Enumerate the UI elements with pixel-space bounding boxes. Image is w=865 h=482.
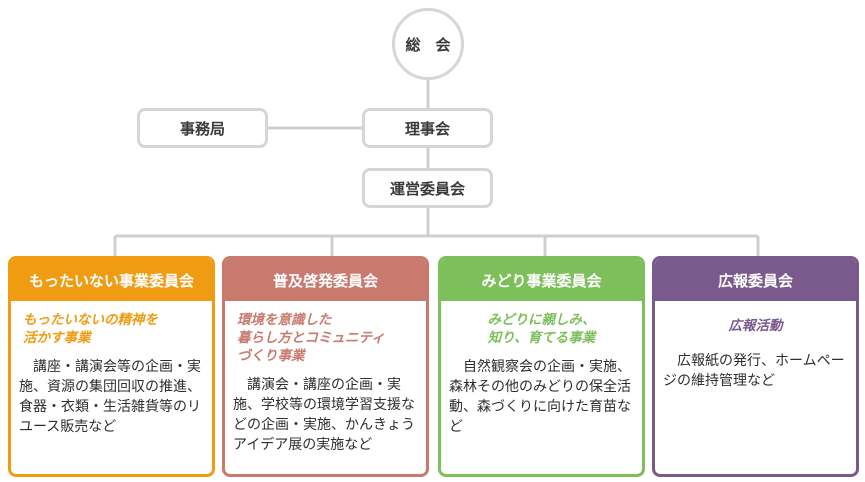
committee-title: もったいない事業委員会 bbox=[28, 271, 194, 290]
steering-committee-node: 運営委員会 bbox=[362, 168, 493, 208]
committee-header: もったいない事業委員会 bbox=[11, 259, 212, 301]
committee-header: みどり事業委員会 bbox=[441, 259, 642, 301]
committee-title: みどり事業委員会 bbox=[481, 271, 602, 290]
committee-header: 普及啓発委員会 bbox=[225, 259, 426, 301]
secretariat-node: 事務局 bbox=[137, 108, 268, 148]
committee-title: 広報委員会 bbox=[717, 271, 793, 290]
committee-header: 広報委員会 bbox=[655, 259, 856, 301]
committee-motto: もったいないの精神を 活かす事業 bbox=[23, 312, 158, 346]
committee-description: 広報紙の発行、ホームページの維持管理など bbox=[663, 353, 845, 389]
secretariat-label: 事務局 bbox=[179, 119, 225, 138]
committee-title: 普及啓発委員会 bbox=[272, 271, 378, 290]
committee-motto: 広報活動 bbox=[728, 318, 783, 334]
committee-mottainai: もったいない事業委員会 もったいないの精神を 活かす事業 講座・講演会等の企画・… bbox=[8, 256, 215, 477]
committee-description: 講座・講演会等の企画・実施、資源の集団回収の推進、食器・衣類・生活雑貨等のリユー… bbox=[19, 359, 201, 435]
committee-description: 講演会・講座の企画・実施、学校等の環境学習支援などの企画・実施、かんきょうアイデ… bbox=[233, 377, 415, 453]
steering-committee-label: 運営委員会 bbox=[389, 179, 465, 198]
committee-greenery: みどり事業委員会 みどりに親しみ、 知り、育てる事業 自然観察会の企画・実施、森… bbox=[438, 256, 645, 477]
committee-awareness: 普及啓発委員会 環境を意識した 暮らし方とコミュニティ づくり事業 講演会・講座… bbox=[222, 256, 429, 477]
general-meeting-label: 総 会 bbox=[405, 35, 451, 54]
board-label: 理事会 bbox=[404, 119, 450, 138]
committee-description: 自然観察会の企画・実施、森林その他のみどりの保全活動、森づくりに向けた育苗など bbox=[449, 359, 631, 435]
committee-publicity: 広報委員会 広報活動 広報紙の発行、ホームページの維持管理など bbox=[652, 256, 859, 477]
board-node: 理事会 bbox=[362, 108, 493, 148]
general-meeting-node: 総 会 bbox=[392, 8, 464, 80]
committee-motto: 環境を意識した 暮らし方とコミュニティ づくり事業 bbox=[237, 312, 385, 364]
committee-motto: みどりに親しみ、 知り、育てる事業 bbox=[487, 312, 596, 346]
